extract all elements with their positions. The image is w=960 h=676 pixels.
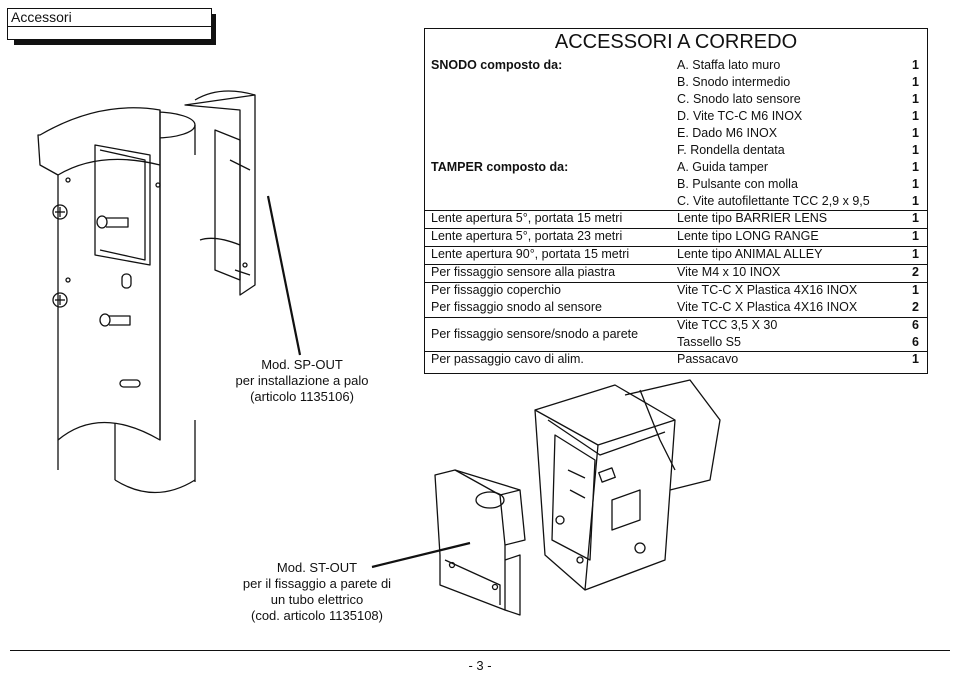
item-qty: 1	[912, 194, 919, 208]
table-divider	[425, 264, 927, 265]
caption-line: (cod. articolo 1135108)	[250, 608, 383, 623]
table-row: F. Rondella dentata 1	[425, 142, 927, 159]
sp-out-caption: Mod. SP-OUT per installazione a palo (ar…	[232, 357, 372, 405]
row-qty: 1	[912, 211, 919, 225]
row-qty-secondary: 6	[912, 335, 919, 349]
table-row: Lente apertura 90°, portata 15 metri Len…	[425, 246, 927, 263]
row-use: Per fissaggio coperchio	[431, 283, 561, 297]
row-use: Per fissaggio sensore/snodo a parete	[431, 327, 639, 341]
row-item: Lente tipo BARRIER LENS	[677, 211, 828, 225]
section-title: Accessori	[11, 9, 72, 25]
item-desc: B. Snodo intermedio	[677, 75, 791, 89]
table-row: C. Vite autofilettante TCC 2,9 x 9,5 1	[425, 193, 927, 210]
item-qty: 1	[912, 92, 919, 106]
item-qty: 1	[912, 143, 919, 157]
accessories-table: ACCESSORI A CORREDO SNODO composto da: A…	[424, 28, 928, 374]
item-qty: 1	[912, 160, 919, 174]
row-item: Lente tipo LONG RANGE	[677, 229, 819, 243]
caption-line: (articolo 1135106)	[250, 389, 354, 404]
item-desc: E. Dado M6 INOX	[677, 126, 778, 140]
row-use: Per fissaggio snodo al sensore	[431, 300, 602, 314]
item-desc: B. Pulsante con molla	[677, 177, 798, 191]
table-divider	[425, 351, 927, 352]
caption-line: per il fissaggio a parete di	[242, 576, 392, 591]
caption-line: un tubo elettrico	[270, 592, 364, 607]
table-row: Per fissaggio coperchio Vite TC-C X Plas…	[425, 282, 927, 299]
item-desc: D. Vite TC-C M6 INOX	[677, 109, 803, 123]
st-out-caption: Mod. ST-OUT per il fissaggio a parete di…	[228, 560, 406, 624]
row-qty: 1	[912, 283, 919, 297]
table-row: B. Pulsante con molla 1	[425, 176, 927, 193]
table-row: E. Dado M6 INOX 1	[425, 125, 927, 142]
item-desc: F. Rondella dentata	[677, 143, 785, 157]
row-use: Lente apertura 90°, portata 15 metri	[431, 247, 630, 261]
row-item: Vite M4 x 10 INOX	[677, 265, 781, 279]
table-row: Per fissaggio snodo al sensore Vite TC-C…	[425, 299, 927, 316]
item-qty: 1	[912, 126, 919, 140]
row-item-secondary: Tassello S5	[677, 335, 741, 349]
sp-out-bracket-drawing	[37, 90, 256, 494]
table-divider	[425, 228, 927, 229]
table-row: Tassello S5 6	[425, 334, 927, 351]
table-row: SNODO composto da: A. Staffa lato muro 1	[425, 57, 927, 74]
caption-line: Mod. ST-OUT	[276, 560, 358, 575]
page-number: - 3 -	[468, 658, 492, 673]
row-use: Per passaggio cavo di alim.	[431, 352, 584, 366]
sp-out-leader-line	[266, 195, 302, 356]
table-row: Lente apertura 5°, portata 23 metri Lent…	[425, 228, 927, 245]
item-qty: 1	[912, 177, 919, 191]
row-item: Lente tipo ANIMAL ALLEY	[677, 247, 823, 261]
item-qty: 1	[912, 109, 919, 123]
row-use: Lente apertura 5°, portata 15 metri	[431, 211, 623, 225]
header-divider	[8, 26, 211, 27]
row-qty: 1	[912, 352, 919, 366]
caption-line: Mod. SP-OUT	[261, 357, 343, 372]
st-out-leader-line	[371, 541, 471, 569]
row-use: Per fissaggio sensore alla piastra	[431, 265, 616, 279]
item-desc: C. Vite autofilettante TCC 2,9 x 9,5	[677, 194, 870, 208]
table-row: B. Snodo intermedio 1	[425, 74, 927, 91]
row-use: Lente apertura 5°, portata 23 metri	[431, 229, 623, 243]
caption-line: per installazione a palo	[235, 373, 369, 388]
table-row: TAMPER composto da: A. Guida tamper 1	[425, 159, 927, 176]
item-desc: A. Staffa lato muro	[677, 58, 781, 72]
row-qty: 1	[912, 247, 919, 261]
table-divider	[425, 210, 927, 211]
footer-divider	[10, 650, 950, 651]
table-row: C. Snodo lato sensore 1	[425, 91, 927, 108]
group-name: SNODO composto da:	[431, 58, 563, 72]
row-qty: 6	[912, 318, 919, 332]
st-out-bracket-drawing	[434, 469, 526, 616]
table-divider	[425, 317, 927, 318]
item-qty: 1	[912, 58, 919, 72]
sensor-housing-drawing	[534, 379, 721, 591]
table-row: Per fissaggio sensore/snodo a parete	[425, 326, 927, 343]
table-row: Per passaggio cavo di alim. Passacavo 1	[425, 351, 927, 368]
row-item: Vite TC-C X Plastica 4X16 INOX	[677, 300, 858, 314]
row-qty: 2	[912, 300, 919, 314]
section-header: Accessori	[7, 8, 212, 40]
table-row: Vite TCC 3,5 X 30 6	[425, 317, 927, 334]
row-qty: 1	[912, 229, 919, 243]
group-name: TAMPER composto da:	[431, 160, 569, 174]
row-item: Vite TC-C X Plastica 4X16 INOX	[677, 283, 858, 297]
table-divider	[425, 282, 927, 283]
table-row: D. Vite TC-C M6 INOX 1	[425, 108, 927, 125]
item-desc: A. Guida tamper	[677, 160, 769, 174]
row-qty: 2	[912, 265, 919, 279]
item-qty: 1	[912, 75, 919, 89]
item-desc: C. Snodo lato sensore	[677, 92, 801, 106]
row-item: Passacavo	[677, 352, 739, 366]
table-row: Per fissaggio sensore alla piastra Vite …	[425, 264, 927, 281]
table-divider	[425, 246, 927, 247]
table-title: ACCESSORI A CORREDO	[554, 31, 798, 53]
table-row: Lente apertura 5°, portata 15 metri Lent…	[425, 210, 927, 227]
row-item: Vite TCC 3,5 X 30	[677, 318, 778, 332]
